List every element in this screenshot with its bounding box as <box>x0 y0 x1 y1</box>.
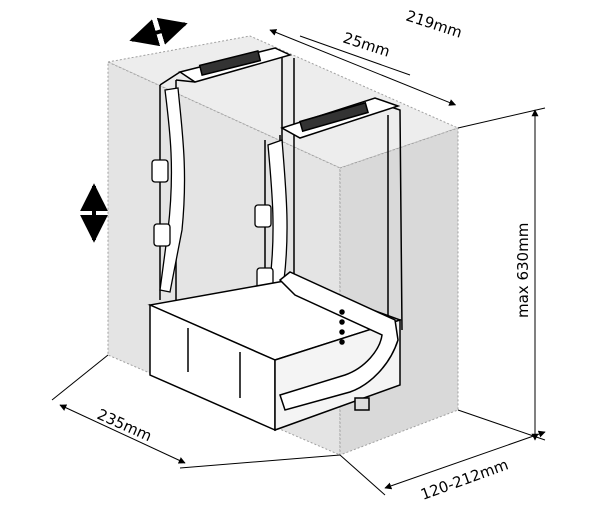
buckle-icon <box>151 159 169 183</box>
label-219mm: 219mm <box>404 7 465 42</box>
horizontal-adjust-arrow-icon <box>129 17 188 47</box>
dim-line-120-212 <box>384 430 546 490</box>
dim-line-219 <box>269 29 457 106</box>
buckle-icon <box>254 204 272 228</box>
label-25mm: 25mm <box>341 29 393 61</box>
dim-line-25 <box>299 35 411 76</box>
label-max-630mm: max 630mm <box>514 223 532 318</box>
buckle-icon <box>153 223 171 247</box>
label-235mm: 235mm <box>94 405 154 445</box>
dim-line-235 <box>59 404 186 464</box>
base-tray <box>147 271 403 432</box>
label-120-212mm: 120-212mm <box>418 455 511 503</box>
